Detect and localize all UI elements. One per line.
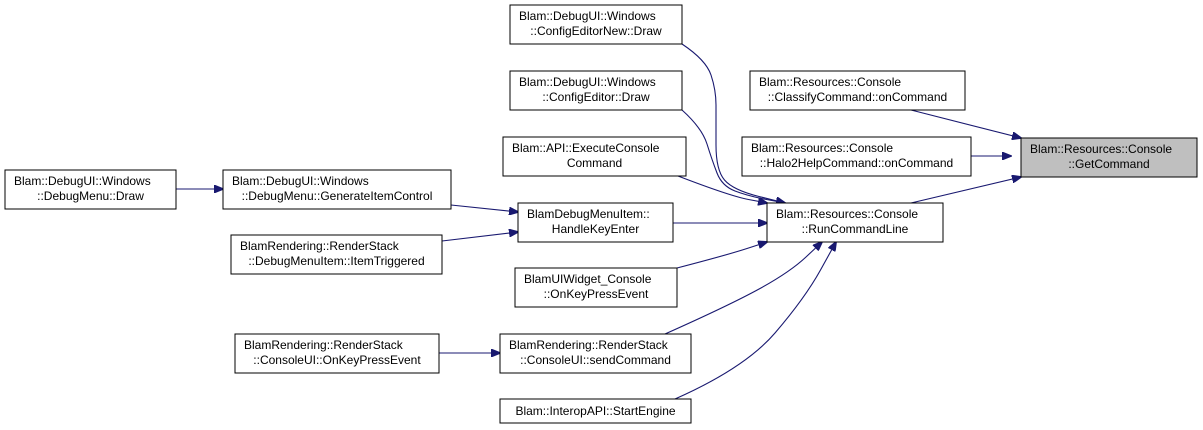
nodes-layer: Blam::Resources::Console::GetCommandBlam… (4, 4, 1198, 424)
node-box (1020, 137, 1198, 178)
node-consoleui-send-command[interactable]: BlamRendering::RenderStack::ConsoleUI::s… (499, 333, 692, 374)
edge-path (664, 242, 822, 335)
node-box (222, 169, 452, 210)
node-label-line1: BlamUIWidget_Console (524, 272, 652, 286)
edge-path (450, 204, 518, 212)
node-label-line2: ::OnKeyPressEvent (544, 287, 649, 301)
node-label-line1: Blam::API::ExecuteConsole (512, 141, 660, 155)
node-label-line1: Blam::Resources::Console (1030, 142, 1172, 156)
edge-path (676, 242, 767, 269)
edge-menu_item_triggered-to-handle_key_enter (441, 232, 518, 242)
node-label-line1: BlamDebugMenuItem:: (527, 207, 650, 221)
node-interop-start-engine[interactable]: Blam::InteropAPI::StartEngine (499, 398, 692, 424)
node-label-line1: BlamRendering::RenderStack (240, 239, 400, 253)
node-label-line2: ::RunCommandLine (802, 222, 909, 236)
node-label-line2: ::ClassifyCommand::onCommand (768, 90, 947, 104)
node-label-line1: Blam::DebugUI::Windows (519, 75, 656, 89)
node-label-line2: ::DebugMenu::Draw (37, 189, 144, 203)
node-label-line1: Blam::InteropAPI::StartEngine (515, 404, 675, 418)
edge-widget_console_onkeypress-to-run_command_line (676, 242, 767, 269)
node-label-line2: ::ConsoleUI::OnKeyPressEvent (253, 353, 421, 367)
node-box (749, 70, 966, 111)
node-classify-oncommand[interactable]: Blam::Resources::Console::ClassifyComman… (749, 70, 966, 111)
node-box (741, 136, 972, 177)
edge-path (910, 177, 1021, 204)
node-box (502, 136, 687, 177)
node-box (499, 398, 692, 424)
edge-run_command_line-to-get_command (910, 177, 1021, 204)
node-box (509, 70, 683, 111)
edges-layer (176, 43, 1021, 400)
node-box (499, 333, 692, 374)
node-halo2help-oncommand[interactable]: Blam::Resources::Console::Halo2HelpComma… (741, 136, 972, 177)
edge-consoleui_send_command-to-run_command_line (664, 242, 822, 335)
node-label-line1: Blam::Resources::Console (751, 141, 893, 155)
node-widget-console-onkeypress[interactable]: BlamUIWidget_Console::OnKeyPressEvent (514, 267, 678, 308)
node-label-line2: HandleKeyEnter (552, 222, 639, 236)
node-label-line1: Blam::DebugUI::Windows (14, 174, 151, 188)
node-label-line2: ::Halo2HelpCommand::onCommand (760, 156, 953, 170)
node-label-line2: Command (567, 156, 622, 170)
node-label-line1: Blam::DebugUI::Windows (519, 9, 656, 23)
node-box (234, 333, 440, 374)
node-label-line2: ::DebugMenu::GenerateItemControl (242, 189, 433, 203)
node-label-line1: Blam::DebugUI::Windows (232, 174, 369, 188)
node-debug-menu-draw[interactable]: Blam::DebugUI::Windows::DebugMenu::Draw (4, 169, 177, 210)
node-config-editor-draw[interactable]: Blam::DebugUI::Windows::ConfigEditor::Dr… (509, 70, 683, 111)
node-label-line2: ::GetCommand (1068, 157, 1149, 171)
edge-path (677, 175, 767, 203)
node-consoleui-onkeypress[interactable]: BlamRendering::RenderStack::ConsoleUI::O… (234, 333, 440, 374)
node-config-editor-new-draw[interactable]: Blam::DebugUI::Windows::ConfigEditorNew:… (509, 4, 683, 45)
edge-interop_start_engine-to-run_command_line (674, 242, 836, 400)
edge-path (441, 232, 518, 242)
edge-config_editor_draw-to-run_command_line (681, 109, 785, 203)
node-box (514, 267, 678, 308)
node-label-line2: ::DebugMenuItem::ItemTriggered (248, 254, 424, 268)
edge-path (681, 43, 785, 203)
node-label-line2: ::ConfigEditorNew::Draw (530, 24, 662, 38)
node-get-command[interactable]: Blam::Resources::Console::GetCommand (1020, 137, 1198, 178)
node-label-line2: ::ConfigEditor::Draw (542, 90, 650, 104)
edge-path (674, 242, 836, 400)
edge-config_editor_new_draw-to-run_command_line (681, 43, 785, 203)
node-box (230, 234, 443, 275)
node-menu-item-triggered[interactable]: BlamRendering::RenderStack::DebugMenuIte… (230, 234, 443, 275)
node-generate-item-control[interactable]: Blam::DebugUI::Windows::DebugMenu::Gener… (222, 169, 452, 210)
node-label-line1: Blam::Resources::Console (776, 207, 918, 221)
node-label-line2: ::ConsoleUI::sendCommand (520, 353, 671, 367)
node-label-line1: BlamRendering::RenderStack (509, 338, 669, 352)
node-label-line1: BlamRendering::RenderStack (244, 338, 404, 352)
node-box (766, 202, 944, 243)
edge-classify_oncommand-to-get_command (910, 109, 1021, 138)
node-box (509, 4, 683, 45)
edge-api_execute_console_command-to-run_command_line (677, 175, 767, 203)
node-box (4, 169, 177, 210)
node-box (517, 202, 674, 243)
edge-path (910, 109, 1021, 138)
node-handle-key-enter[interactable]: BlamDebugMenuItem::HandleKeyEnter (517, 202, 674, 243)
node-run-command-line[interactable]: Blam::Resources::Console::RunCommandLine (766, 202, 944, 243)
edge-path (681, 109, 785, 203)
node-label-line1: Blam::Resources::Console (759, 75, 901, 89)
edge-generate_item_control-to-handle_key_enter (450, 204, 518, 212)
